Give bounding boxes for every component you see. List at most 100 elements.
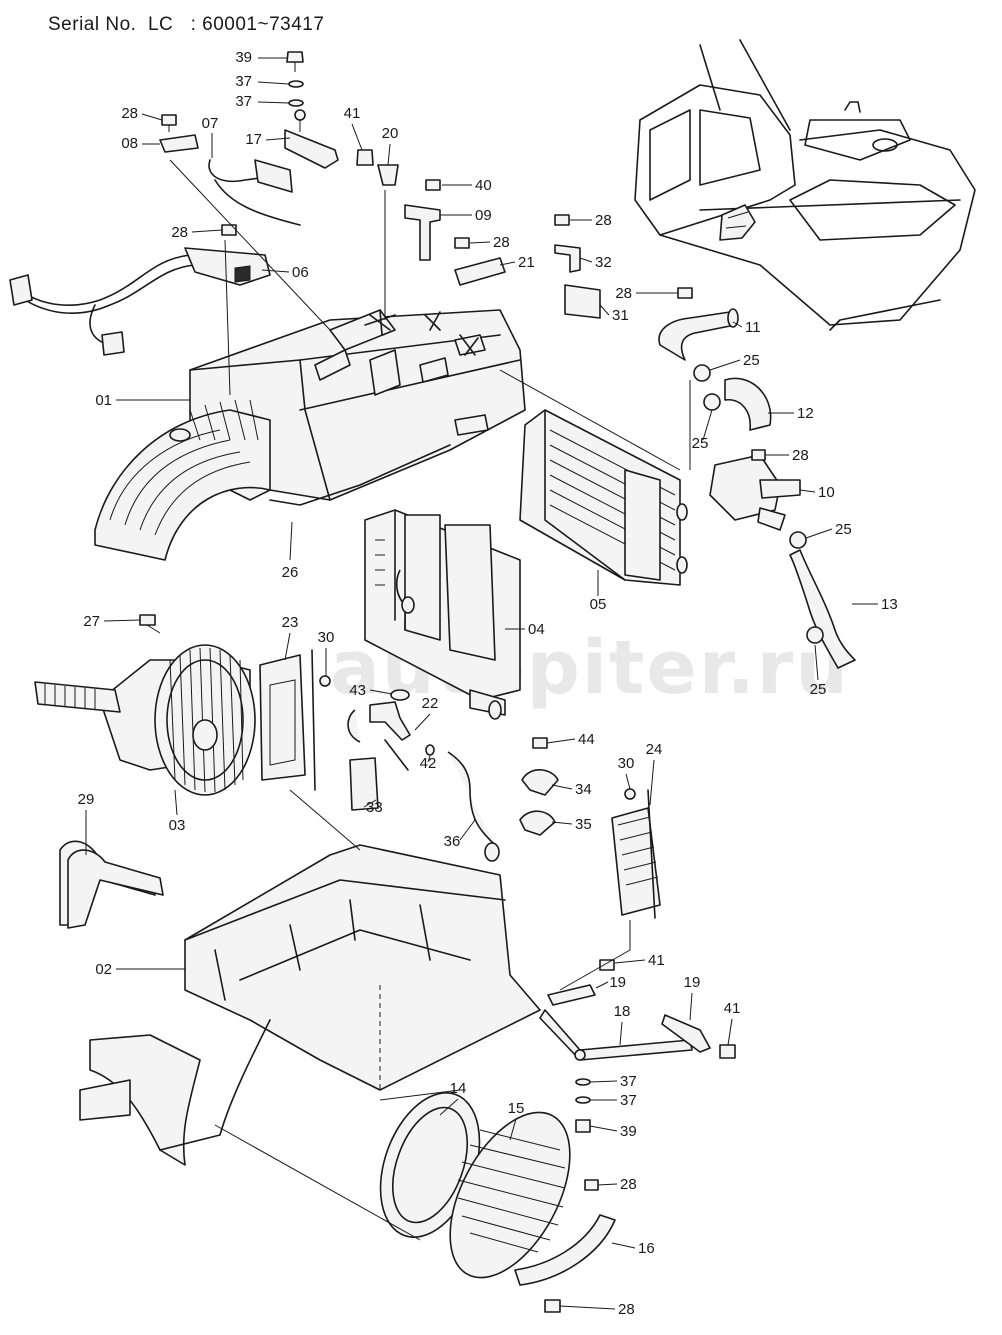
leader-line xyxy=(619,1021,623,1046)
callout-28e: 28 xyxy=(615,285,678,302)
callout-25a: 25 xyxy=(709,352,760,371)
callout-12: 12 xyxy=(768,405,814,422)
callout-34: 34 xyxy=(551,781,592,798)
leader-line xyxy=(459,819,476,841)
upper-case-01 xyxy=(94,309,526,561)
wire-harness-06 xyxy=(9,247,271,356)
leader-line xyxy=(649,759,655,806)
part-number-label: 22 xyxy=(422,695,439,712)
blower-motor-03 xyxy=(34,614,256,796)
callout-05: 05 xyxy=(590,570,606,613)
part-number-label: 03 xyxy=(169,817,186,834)
part-number-label: 28 xyxy=(618,1301,635,1318)
part-number-label: 30 xyxy=(318,629,335,646)
callout-30a: 30 xyxy=(318,629,335,676)
part-number-label: 19 xyxy=(609,974,626,991)
callout-20: 20 xyxy=(382,125,399,166)
part-number-label: 25 xyxy=(692,435,709,452)
part-number-label: 32 xyxy=(595,254,612,271)
part-number-label: 34 xyxy=(575,781,592,798)
part-number-label: 04 xyxy=(528,621,545,638)
part-number-label: 36 xyxy=(444,833,461,850)
part-number-label: 41 xyxy=(724,1000,741,1017)
leader-line xyxy=(499,261,516,266)
callout-10: 10 xyxy=(799,484,835,501)
part-number-label: 28 xyxy=(792,447,809,464)
leader-line xyxy=(799,489,816,493)
leader-line xyxy=(265,137,291,141)
leader-line xyxy=(546,738,576,744)
linkage-parts xyxy=(539,959,736,1133)
callout-09: 09 xyxy=(440,207,492,224)
callout-32: 32 xyxy=(579,254,612,271)
part-number-label: 23 xyxy=(282,614,299,631)
leader-line xyxy=(284,632,291,661)
callout-01: 01 xyxy=(95,392,190,409)
part-number-label: 06 xyxy=(292,264,309,281)
part-number-label: 17 xyxy=(245,131,262,148)
part-number-label: 25 xyxy=(835,521,852,538)
leader-line xyxy=(509,1118,517,1141)
leader-line xyxy=(257,101,290,104)
leader-line xyxy=(103,619,141,622)
callout-39b: 39 xyxy=(589,1123,637,1140)
part-number-label: 13 xyxy=(881,596,898,613)
part-number-label: 39 xyxy=(620,1123,637,1140)
callout-24: 24 xyxy=(646,741,663,806)
part-number-label: 15 xyxy=(508,1100,525,1117)
part-number-label: 28 xyxy=(595,212,612,229)
part-number-label: 41 xyxy=(344,105,361,122)
part-number-label: 12 xyxy=(797,405,814,422)
callout-37b: 37 xyxy=(235,93,290,110)
part-number-label: 37 xyxy=(235,73,252,90)
part-number-label: 25 xyxy=(743,352,760,369)
leader-line xyxy=(363,799,377,808)
callout-11: 11 xyxy=(732,319,761,336)
part-number-label: 37 xyxy=(620,1092,637,1109)
leader-line xyxy=(579,257,593,263)
leader-line xyxy=(551,821,573,825)
heater-hoses-and-valve xyxy=(658,308,856,669)
part-number-label: 02 xyxy=(95,961,112,978)
callout-29: 29 xyxy=(78,791,94,855)
part-number-label: 20 xyxy=(382,125,399,142)
leader-line xyxy=(191,229,223,233)
callout-42: 42 xyxy=(420,755,437,772)
callout-41c: 41 xyxy=(724,1000,741,1046)
part-number-label: 31 xyxy=(612,307,629,324)
leader-line xyxy=(611,1242,636,1249)
callout-19a: 19 xyxy=(595,974,626,991)
leader-line xyxy=(261,269,290,273)
callout-16: 16 xyxy=(611,1240,655,1257)
part-number-label: 24 xyxy=(646,741,663,758)
top-small-parts xyxy=(159,51,693,356)
part-number-label: 21 xyxy=(518,254,535,271)
part-number-label: 18 xyxy=(614,1003,631,1020)
callout-28h: 28 xyxy=(559,1301,635,1318)
callout-28c: 28 xyxy=(171,224,223,241)
callout-28f: 28 xyxy=(765,447,809,464)
leader-line xyxy=(369,689,393,695)
part-number-label: 01 xyxy=(95,392,112,409)
leader-line xyxy=(257,81,290,85)
callout-28a: 28 xyxy=(121,105,163,122)
leader-line xyxy=(595,981,609,989)
part-number-label: 33 xyxy=(366,799,383,816)
callout-41b: 41 xyxy=(614,952,665,969)
leader-line xyxy=(614,959,646,964)
leader-line xyxy=(439,1098,459,1116)
callout-33: 33 xyxy=(363,799,383,816)
part-number-label: 10 xyxy=(818,484,835,501)
part-number-label: 42 xyxy=(420,755,437,772)
callout-23: 23 xyxy=(282,614,299,661)
part-number-label: 30 xyxy=(618,755,635,772)
leader-line xyxy=(597,1183,618,1186)
part-number-label: 11 xyxy=(745,319,761,336)
leader-line xyxy=(727,1018,733,1046)
callout-19b: 19 xyxy=(684,974,700,1021)
leader-line xyxy=(351,123,363,151)
callout-44: 44 xyxy=(546,731,595,748)
part-number-label: 14 xyxy=(450,1080,467,1097)
